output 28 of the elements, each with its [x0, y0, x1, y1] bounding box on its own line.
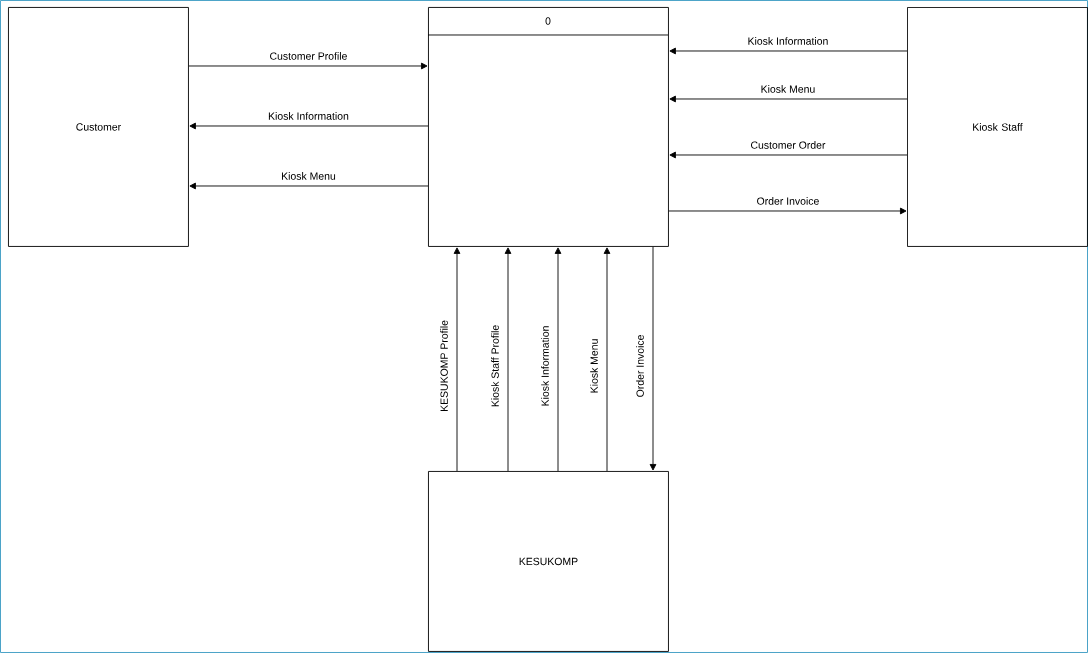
arrow	[188, 62, 428, 70]
edge-label: Order Invoice	[636, 335, 644, 397]
edge-label: Kiosk Staff Profile	[491, 325, 499, 407]
arrow	[669, 151, 908, 159]
edge-label: Kiosk Information	[268, 112, 349, 120]
arrow	[554, 247, 562, 472]
edge-label: Kiosk Menu	[590, 339, 598, 393]
arrow	[603, 247, 611, 472]
process-box: 0	[427, 7, 669, 247]
arrow	[189, 182, 429, 190]
arrow	[669, 47, 908, 55]
arrow	[669, 95, 908, 103]
entity-box: Customer	[8, 7, 189, 247]
edge-label: Kiosk Information	[748, 37, 828, 45]
edge-label: Customer Profile	[270, 52, 347, 60]
edge-label: Order Invoice	[757, 197, 819, 205]
arrow	[668, 207, 907, 215]
edge-label: Kiosk Menu	[761, 85, 815, 93]
entity-box: Kiosk Staff	[907, 7, 1088, 247]
arrow	[453, 247, 461, 472]
arrow	[504, 247, 512, 472]
arrow	[649, 246, 657, 471]
edge-label: KESUKOMP Profile	[440, 320, 448, 411]
entity-box: KESUKOMP	[428, 471, 669, 652]
edge-label: Customer Order	[751, 141, 826, 149]
arrow	[189, 122, 429, 130]
edge-label: Kiosk Information	[541, 326, 549, 406]
edge-label: Kiosk Menu	[282, 172, 336, 180]
